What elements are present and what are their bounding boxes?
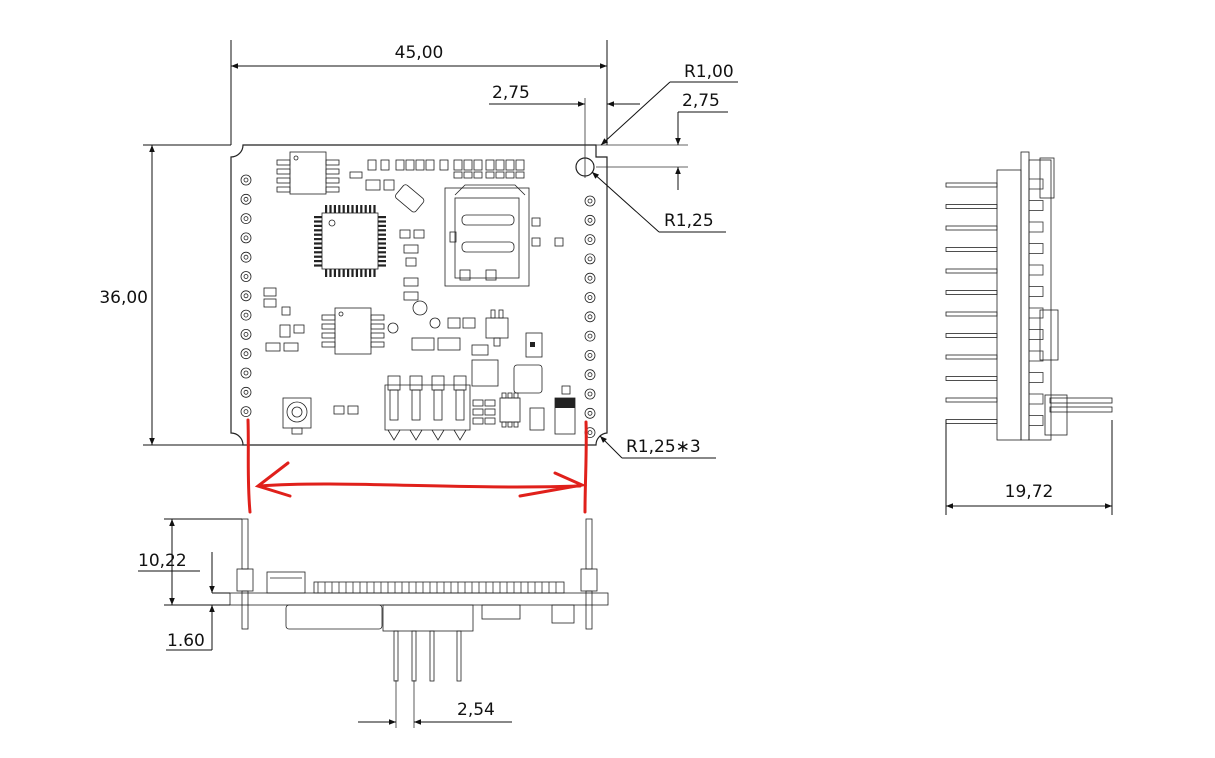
dimension-side-depth: 19,72: [945, 420, 1113, 515]
dimension-height-label: 36,00: [99, 288, 148, 308]
header-pad: [584, 214, 596, 226]
dimension-corner-y: 2,75 R1,00: [596, 62, 738, 190]
header-pad: [240, 367, 252, 379]
bottom-right-components: [333, 385, 576, 435]
corner-radius-label: R1,25: [664, 211, 714, 231]
qfp-microcontroller: [314, 205, 386, 277]
corner-radius-multi-label: R1,25∗3: [626, 437, 701, 457]
soic-chip-middle: [321, 307, 385, 355]
dimension-corner-x-label: 2,75: [492, 83, 530, 103]
header-pad: [240, 328, 252, 340]
dimension-height: 36,00: [99, 144, 243, 446]
dimension-corner-radius: R1,25: [591, 171, 726, 233]
header-pad: [584, 369, 596, 381]
dimension-pin-height-label: 10,22: [138, 551, 187, 571]
header-pad: [584, 330, 596, 342]
dimension-width: 45,00: [230, 40, 608, 145]
header-pad: [240, 213, 252, 225]
header-pad: [240, 193, 252, 205]
dimension-side-depth-label: 19,72: [1005, 482, 1054, 502]
top-view: 45,00 36,00 2,75 2,75 R1,00: [99, 40, 738, 459]
board-outline: [230, 144, 608, 446]
dimension-pin-height: 10,22: [138, 518, 242, 606]
header-pad: [584, 253, 596, 265]
dimension-width-label: 45,00: [395, 43, 444, 63]
header-pad: [584, 195, 596, 207]
misc-components: [263, 229, 543, 394]
dimension-corner-y-label: 2,75: [682, 91, 720, 111]
header-pad: [584, 272, 596, 284]
crystal: [395, 184, 425, 213]
red-annotation: [246, 418, 588, 514]
header-pad: [584, 311, 596, 323]
header-pad: [240, 271, 252, 282]
header-pad: [240, 406, 252, 418]
header-pad: [584, 349, 596, 361]
header-pad: [240, 174, 252, 186]
dimension-corner-x: 2,75: [489, 83, 640, 178]
sim-card-holder: [444, 184, 564, 287]
header-pad: [584, 234, 596, 246]
dimension-pin-pitch-label: 2,54: [457, 700, 495, 720]
header-pad: [240, 251, 252, 263]
header-pad: [240, 290, 252, 302]
left-header-pads: [240, 174, 252, 418]
header-pad: [584, 388, 596, 400]
dimension-pin-pitch: 2,54: [358, 680, 512, 728]
antenna-connector: [282, 397, 312, 435]
top-row-components: [349, 159, 525, 191]
side-view: 19,72: [945, 151, 1113, 515]
dimension-board-thickness-label: 1.60: [167, 631, 205, 651]
header-pad: [240, 386, 252, 398]
header-pad: [240, 348, 252, 360]
soic-chip-top: [276, 151, 340, 195]
hole-radius-label: R1,00: [684, 62, 734, 82]
dimension-board-thickness: 1.60: [166, 552, 230, 651]
header-pad: [584, 292, 596, 303]
dimension-corner-radius-multi: R1,25∗3: [599, 435, 716, 459]
header-pad: [240, 309, 252, 321]
header-pad: [584, 407, 596, 419]
front-view: 10,22 1.60 2,54: [138, 518, 609, 728]
right-header-pads: [584, 195, 596, 439]
header-pad: [240, 232, 252, 244]
connector-block: [384, 375, 471, 441]
